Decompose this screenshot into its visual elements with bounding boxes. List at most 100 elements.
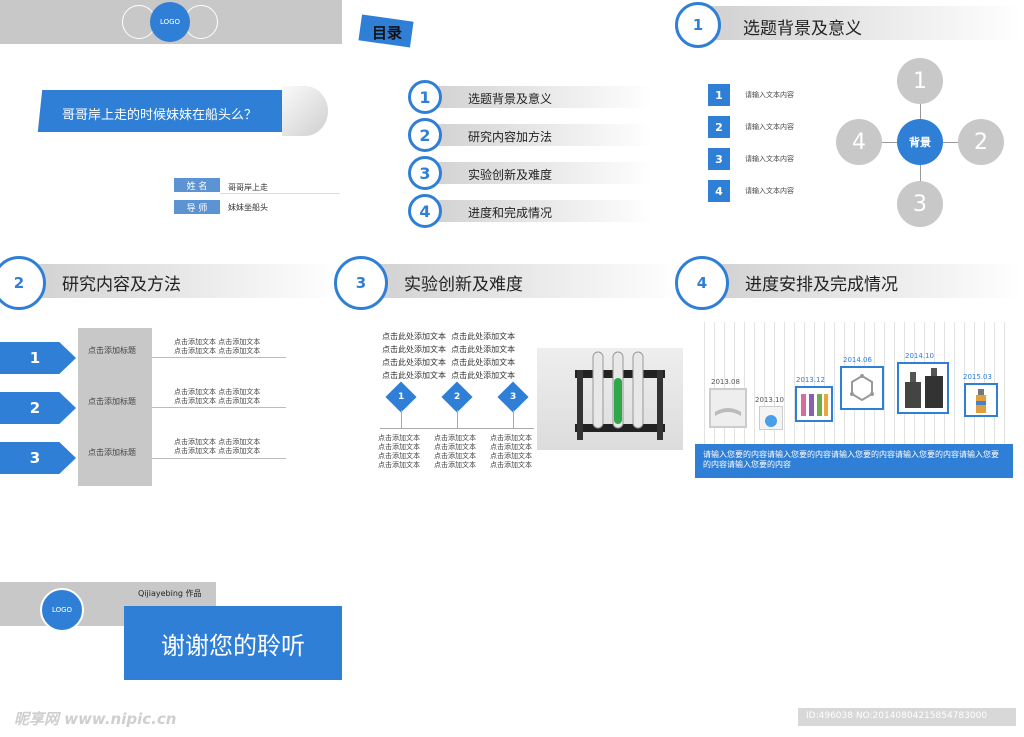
contents-bar-1	[424, 86, 654, 108]
col-2-text: 点击添加文本点击添加文本点击添加文本点击添加文本	[434, 434, 476, 469]
section-header-bar	[703, 6, 1023, 40]
contents-bar-4	[424, 200, 654, 222]
col-3-text: 点击添加文本点击添加文本点击添加文本点击添加文本	[490, 434, 532, 469]
section-header-bar	[362, 264, 682, 298]
slide-research: 2 研究内容及方法 1 点击添加标题 点击添加文本 点击添加文本 点击添加文本 …	[0, 256, 342, 503]
logo-text: LOGO	[159, 18, 181, 26]
author-credit: Qijiayebing 作品	[138, 589, 202, 598]
slide-contents: 目录 1 选题背景及意义 2 研究内容加方法 3 实验创新及难度 4 进度和完成…	[342, 0, 683, 245]
contents-item-4[interactable]: 进度和完成情况	[468, 206, 553, 220]
summary-text: 请输入您要的内容请输入您要的内容请输入您要的内容请输入您要的内容请输入您要的内容…	[703, 450, 999, 469]
photo-molecule	[840, 366, 884, 410]
marker-2: 2	[441, 381, 473, 413]
row-heading-3: 点击添加标题	[88, 448, 136, 457]
contents-item-1[interactable]: 选题背景及意义	[468, 92, 553, 106]
row-arrow-3: 3	[0, 442, 76, 474]
para-line-2: 点击此处添加文本 点击此处添加文本	[382, 345, 516, 354]
contents-item-3[interactable]: 实验创新及难度	[468, 168, 553, 182]
row-line1-2: 点击添加文本 点击添加文本	[174, 388, 261, 396]
photo-tubes	[795, 386, 833, 422]
date-3: 2013.12	[796, 376, 825, 384]
cover-title: 哥哥岸上走的时候妹妹在船头么？	[62, 108, 258, 123]
logo-badge: LOGO	[150, 2, 190, 42]
list-num-2: 2	[708, 116, 730, 138]
date-5: 2014.10	[905, 352, 934, 360]
section-num-badge: 4	[675, 256, 729, 310]
name-row-line	[220, 193, 340, 194]
list-text-3: 请输入文本内容	[745, 155, 794, 163]
row-line1-1: 点击添加文本 点击添加文本	[174, 338, 261, 346]
curl-paper	[282, 86, 328, 136]
thanks-box: 谢谢您的聆听	[124, 606, 342, 680]
para-line-4: 点击此处添加文本 点击此处添加文本	[382, 371, 516, 380]
node-4: 4	[836, 119, 882, 165]
row-arrow-2: 2	[0, 392, 76, 424]
section-num-badge: 1	[675, 2, 721, 48]
contents-heading: 目录	[372, 24, 403, 42]
watermark-id-band	[798, 708, 1016, 726]
marker-stem-2	[457, 410, 458, 428]
section-header-bar	[703, 264, 1023, 298]
slide-schedule: 4 进度安排及完成情况 2013.08 2013.10 2013.12 2014…	[675, 256, 1024, 503]
col-1-text: 点击添加文本点击添加文本点击添加文本点击添加文本	[378, 434, 420, 469]
photo-bottles	[897, 362, 949, 414]
node-2: 2	[958, 119, 1004, 165]
watermark-id: ID:496038 NO:20140804215854783000	[806, 711, 988, 721]
photo-book	[709, 388, 747, 428]
marker-3: 3	[497, 381, 529, 413]
row-heading-1: 点击添加标题	[88, 346, 136, 355]
list-num-3: 3	[708, 148, 730, 170]
slide-cover: LOGO 哥哥岸上走的时候妹妹在船头么？ 姓 名 哥哥岸上走 导 师 妹妹坐船头	[0, 0, 342, 245]
row-rule-2	[152, 407, 286, 408]
section-title: 选题背景及意义	[743, 19, 862, 39]
row-line2-1: 点击添加文本 点击添加文本	[174, 347, 261, 355]
thanks-text: 谢谢您的聆听	[161, 631, 305, 660]
marker-1: 1	[385, 381, 417, 413]
contents-num-4: 4	[408, 194, 442, 228]
section-title: 实验创新及难度	[404, 275, 523, 295]
list-text-2: 请输入文本内容	[745, 123, 794, 131]
contents-num-1: 1	[408, 80, 442, 114]
list-num-4: 4	[708, 180, 730, 202]
section-header-bar	[20, 264, 340, 298]
row-line2-3: 点击添加文本 点击添加文本	[174, 447, 261, 455]
slide-thanks: LOGO Qijiayebing 作品 谢谢您的聆听	[0, 580, 342, 690]
contents-bar-3	[424, 162, 654, 184]
date-4: 2014.06	[843, 356, 872, 364]
summary-banner: 请输入您要的内容请输入您要的内容请输入您要的内容请输入您要的内容请输入您要的内容…	[695, 444, 1013, 478]
section-num-badge: 3	[334, 256, 388, 310]
date-1: 2013.08	[711, 378, 740, 386]
contents-num-2: 2	[408, 118, 442, 152]
mentor-label: 导 师	[174, 200, 220, 214]
contents-num-3: 3	[408, 156, 442, 190]
node-3: 3	[897, 181, 943, 227]
test-tube-photo	[537, 348, 683, 450]
name-value: 哥哥岸上走	[228, 183, 268, 192]
marker-rule	[380, 428, 534, 429]
node-1: 1	[897, 58, 943, 104]
row-line2-2: 点击添加文本 点击添加文本	[174, 397, 261, 405]
heading-column	[78, 328, 152, 486]
photo-bottle	[964, 383, 998, 417]
contents-bar-2	[424, 124, 654, 146]
marker-stem-3	[513, 410, 514, 428]
list-text-1: 请输入文本内容	[745, 91, 794, 99]
date-6: 2015.03	[963, 373, 992, 381]
contents-item-2[interactable]: 研究内容加方法	[468, 130, 553, 144]
section-title: 研究内容及方法	[62, 275, 181, 295]
logo-badge: LOGO	[40, 588, 84, 632]
para-line-3: 点击此处添加文本 点击此处添加文本	[382, 358, 516, 367]
row-rule-3	[152, 458, 286, 459]
hub-node: 背景	[897, 119, 943, 165]
list-num-1: 1	[708, 84, 730, 106]
marker-stem-1	[401, 410, 402, 428]
row-heading-2: 点击添加标题	[88, 397, 136, 406]
slide-background: 1 选题背景及意义 1 请输入文本内容 2 请输入文本内容 3 请输入文本内容 …	[675, 0, 1024, 245]
photo-flask	[759, 406, 783, 430]
section-title: 进度安排及完成情况	[745, 275, 898, 295]
logo-text: LOGO	[51, 606, 73, 614]
name-label: 姓 名	[174, 178, 220, 192]
watermark-site: 昵享网 www.nipic.cn	[14, 710, 177, 728]
row-line1-3: 点击添加文本 点击添加文本	[174, 438, 261, 446]
